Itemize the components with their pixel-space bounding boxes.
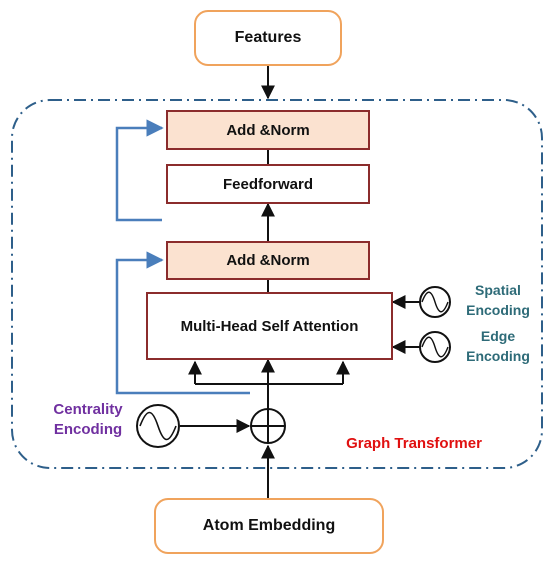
spatial-encoding-line1: Spatial bbox=[475, 282, 521, 298]
edge-encoding-label: Edge Encoding bbox=[458, 326, 538, 366]
add-norm-top-label: Add &Norm bbox=[226, 121, 310, 139]
features-label: Features bbox=[234, 29, 302, 46]
edge-sine-wave-icon bbox=[419, 331, 451, 363]
feedforward-label: Feedforward bbox=[222, 175, 313, 193]
add-norm-top-box: Add &Norm bbox=[166, 110, 370, 150]
feedforward-box: Feedforward bbox=[166, 164, 370, 204]
centrality-encoding-label: Centrality Encoding bbox=[40, 400, 136, 440]
atom-embedding-box: Atom Embedding bbox=[154, 498, 384, 554]
edge-encoding-line2: Encoding bbox=[466, 348, 530, 364]
spatial-encoding-label: Spatial Encoding bbox=[458, 280, 538, 320]
mhsa-box: Multi-Head Self Attention bbox=[146, 292, 393, 360]
residual-arrow-lower bbox=[115, 251, 250, 395]
add-norm-bottom-box: Add &Norm bbox=[166, 241, 370, 280]
atom-embedding-label: Atom Embedding bbox=[202, 517, 336, 534]
add-norm-bottom-label: Add &Norm bbox=[226, 252, 310, 269]
graph-transformer-container bbox=[11, 99, 543, 469]
centrality-encoding-line1: Centrality bbox=[53, 401, 123, 418]
features-box: Features bbox=[194, 10, 342, 66]
graph-transformer-title: Graph Transformer bbox=[346, 435, 482, 452]
mhsa-label: Multi-Head Self Attention bbox=[180, 317, 359, 335]
spatial-sine-wave-icon bbox=[419, 286, 451, 318]
spatial-encoding-line2: Encoding bbox=[466, 302, 530, 318]
edge-encoding-line1: Edge bbox=[480, 328, 516, 344]
residual-arrow-upper bbox=[115, 119, 164, 222]
centrality-sine-wave-icon bbox=[136, 404, 180, 448]
circle-plus-icon bbox=[250, 408, 286, 444]
centrality-encoding-line2: Encoding bbox=[53, 421, 123, 438]
